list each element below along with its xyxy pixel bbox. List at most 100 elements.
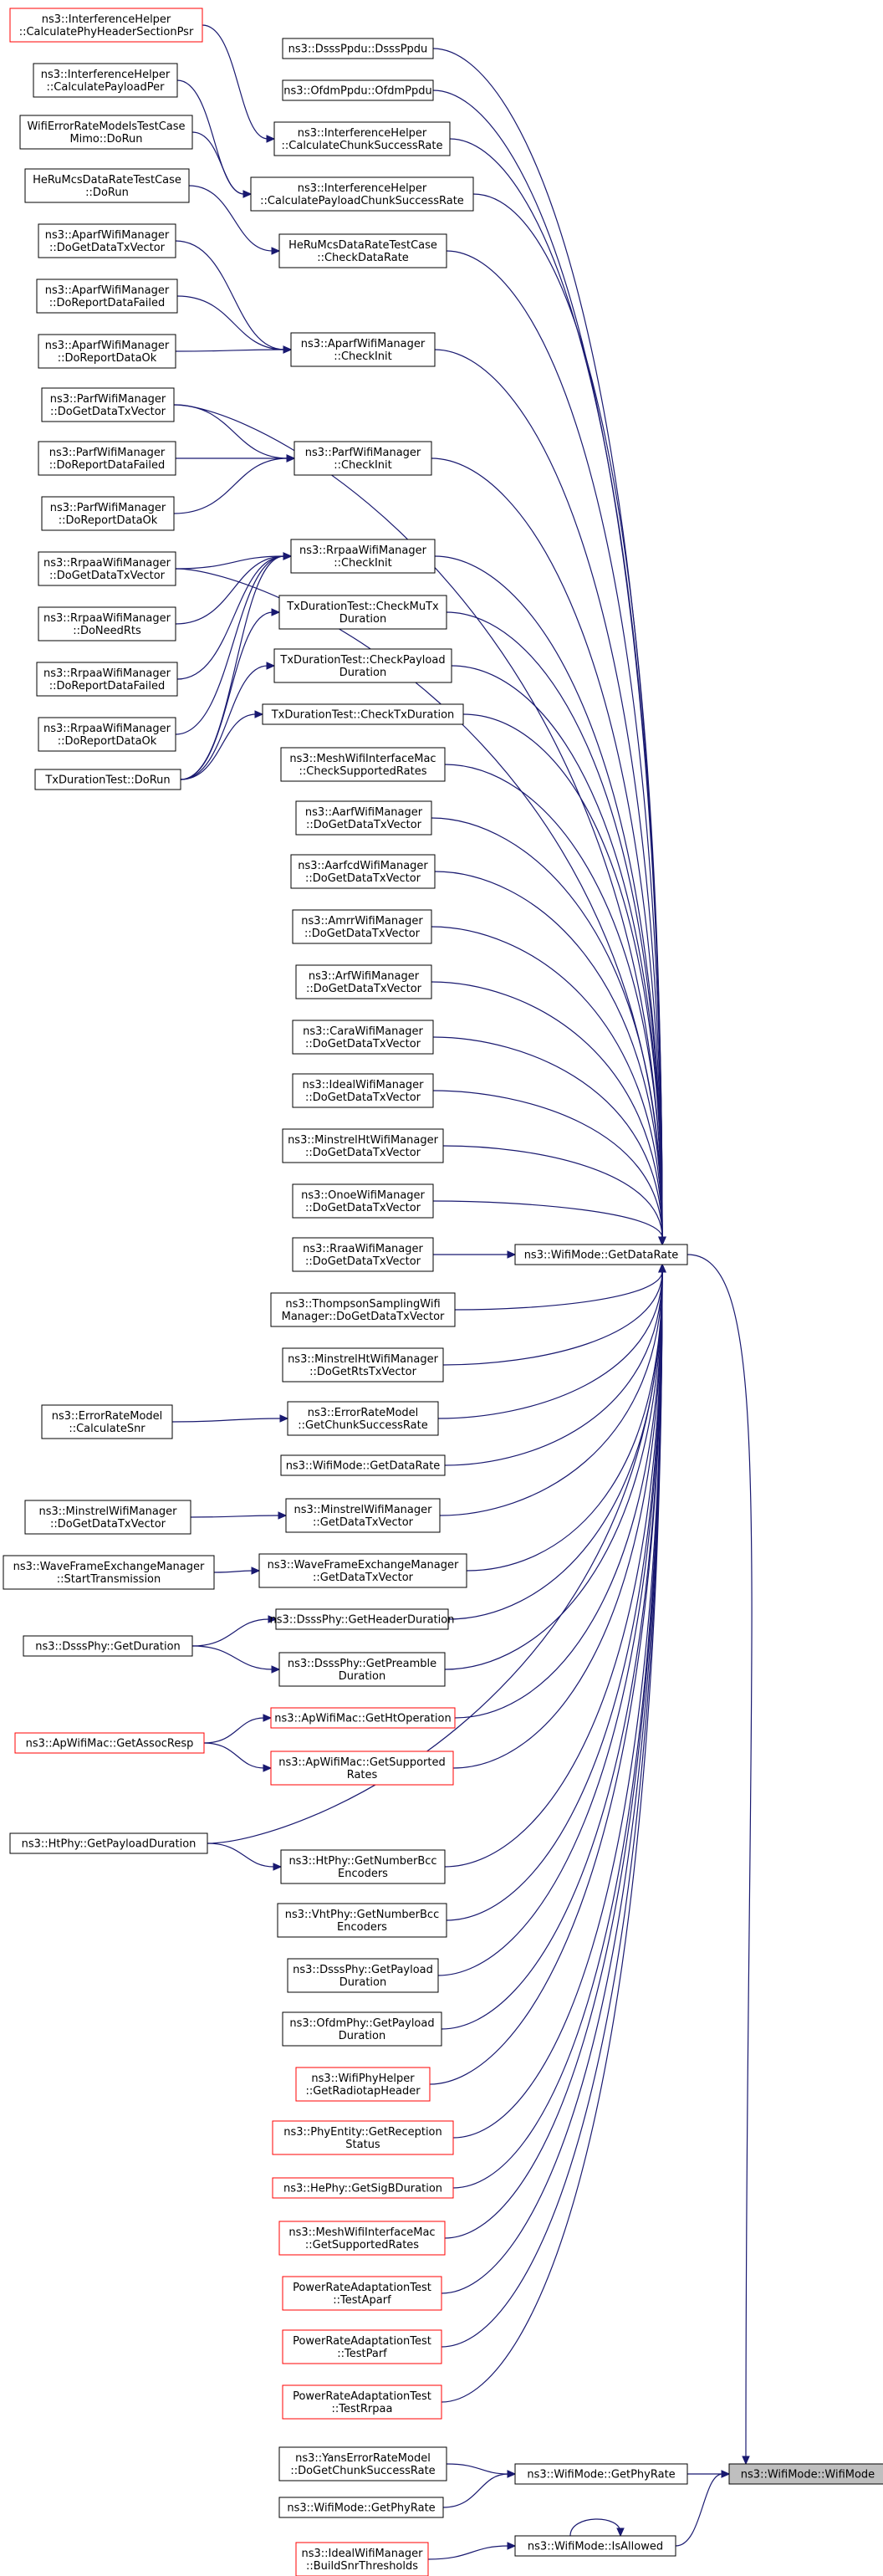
- node-box: [38, 551, 176, 586]
- node-ideal-build[interactable]: ns3::IdealWifiManager::BuildSnrThreshold…: [295, 2542, 429, 2576]
- node-htphy-payload[interactable]: ns3::HtPhy::GetPayloadDuration: [9, 1832, 208, 1854]
- node-hephy-sigb[interactable]: ns3::HePhy::GetSigBDuration: [272, 2177, 454, 2199]
- node-yans-chunk[interactable]: ns3::YansErrorRateModel::DoGetChunkSucce…: [278, 2446, 447, 2481]
- node-get-data-rate[interactable]: ns3::WifiMode::GetDataRate: [514, 1244, 688, 1265]
- node-minstrelht-rts[interactable]: ns3::MinstrelHtWifiManager::DoGetRtsTxVe…: [282, 1347, 444, 1383]
- edge-line: [444, 764, 663, 1239]
- node-aarfcd[interactable]: ns3::AarfcdWifiManager::DoGetDataTxVecto…: [290, 854, 436, 889]
- node-box: [34, 769, 181, 790]
- node-radiotap[interactable]: ns3::WifiPhyHelper::GetRadiotapHeader: [295, 2067, 431, 2102]
- node-box: [36, 662, 178, 697]
- node-aparf-drdo[interactable]: ns3::AparfWifiManager::DoReportDataOk: [38, 334, 176, 369]
- node-wifimode-wifimode[interactable]: ns3::WifiMode::WifiMode: [728, 2463, 883, 2485]
- node-he-check[interactable]: HeRuMcsDataRateTestCase::CheckDataRate: [278, 233, 447, 268]
- node-apmac-assoc[interactable]: ns3::ApWifiMac::GetAssocResp: [14, 1732, 205, 1754]
- node-box: [282, 2384, 442, 2420]
- node-apmac-ht[interactable]: ns3::ApWifiMac::GetHtOperation: [270, 1707, 456, 1729]
- node-rrpaa-dgdtv[interactable]: ns3::RrpaaWifiManager::DoGetDataTxVector: [38, 551, 176, 586]
- node-erm-chunk[interactable]: ns3::ErrorRateModel::GetChunkSuccessRate: [287, 1401, 439, 1436]
- node-erm-calcsnr[interactable]: ns3::ErrorRateModel::CalculateSnr: [41, 1404, 173, 1439]
- node-wm-getdatarate[interactable]: ns3::WifiMode::GetDataRate: [280, 1454, 446, 1476]
- node-dsss-header[interactable]: ns3::DsssPhy::GetHeaderDuration: [270, 1608, 455, 1630]
- node-label: ns3::AparfWifiManager: [45, 284, 170, 297]
- node-dsss-ppdu[interactable]: ns3::DsssPpdu::DsssPpdu: [282, 38, 434, 59]
- node-ofdm-ppdu[interactable]: ns3::OfdmPpdu::OfdmPpdu: [282, 79, 434, 101]
- node-wfem-start[interactable]: ns3::WaveFrameExchangeManager::StartTran…: [3, 1555, 215, 1590]
- node-box: [14, 1732, 205, 1754]
- node-dsss-payload[interactable]: ns3::DsssPhy::GetPayloadDuration: [287, 1958, 439, 1993]
- node-minstrel-dgdtv[interactable]: ns3::MinstrelWifiManager::DoGetDataTxVec…: [24, 1500, 191, 1535]
- node-apmac-rates[interactable]: ns3::ApWifiMac::GetSupportedRates: [270, 1751, 454, 1786]
- node-cara[interactable]: ns3::CaraWifiManager::DoGetDataTxVector: [292, 1020, 434, 1055]
- node-mesh-rates[interactable]: ns3::MeshWifiInterfaceMac::GetSupportedR…: [278, 2221, 446, 2256]
- node-box: [38, 441, 176, 476]
- node-parf-dgdtv[interactable]: ns3::ParfWifiManager::DoGetDataTxVector: [41, 387, 175, 422]
- node-ih-chunk[interactable]: ns3::InterferenceHelper::CalculateChunkS…: [273, 121, 451, 156]
- node-box: [23, 1635, 193, 1657]
- edge-line: [175, 349, 285, 352]
- node-parf-drdo[interactable]: ns3::ParfWifiManager::DoReportDataOk: [41, 496, 175, 531]
- node-parf-drdf[interactable]: ns3::ParfWifiManager::DoReportDataFailed: [38, 441, 176, 476]
- edge-line: [173, 457, 288, 514]
- node-label: ns3::WifiMode::IsAllowed: [528, 2541, 663, 2553]
- edge-line: [175, 240, 285, 350]
- node-test-rrpaa[interactable]: PowerRateAdaptationTest::TestRrpaa: [282, 2384, 442, 2420]
- node-onoe[interactable]: ns3::OnoeWifiManager::DoGetDataTxVector: [292, 1183, 434, 1219]
- edge-parf-drdf-to-parf-check: [175, 454, 296, 463]
- node-rraa[interactable]: ns3::RraaWifiManager::DoGetDataTxVector: [292, 1237, 434, 1272]
- node-rrpaa-check[interactable]: ns3::RrpaaWifiManager::CheckInit: [290, 539, 436, 574]
- node-dsss-dur[interactable]: ns3::DsssPhy::GetDuration: [23, 1635, 193, 1657]
- node-ih-payload-chunk[interactable]: ns3::InterferenceHelper::CalculatePayloa…: [250, 176, 474, 212]
- node-tx-check[interactable]: TxDurationTest::CheckTxDuration: [262, 703, 464, 725]
- edge-get-data-rate-to-wifimode-wifimode: [686, 1254, 753, 2466]
- node-label: ns3::ThompsonSamplingWifi: [285, 1298, 440, 1311]
- node-rrpaa-dnr[interactable]: ns3::RrpaaWifiManager::DoNeedRts: [38, 606, 176, 641]
- node-wm-getphyrate[interactable]: ns3::WifiMode::GetPhyRate: [278, 2497, 444, 2518]
- node-box: [38, 334, 176, 369]
- node-wfem-get[interactable]: ns3::WaveFrameExchangeManager::GetDataTx…: [258, 1553, 467, 1588]
- edge-test-aparf-to-get-data-rate: [441, 1263, 666, 2294]
- node-tx-dorun[interactable]: TxDurationTest::DoRun: [34, 769, 181, 790]
- node-aparf-dgdtv[interactable]: ns3::AparfWifiManager::DoGetDataTxVector: [38, 223, 176, 258]
- edge-line: [434, 871, 663, 1239]
- node-aparf-check[interactable]: ns3::AparfWifiManager::CheckInit: [290, 332, 436, 367]
- node-is-allowed[interactable]: ns3::WifiMode::IsAllowed: [514, 2535, 676, 2557]
- node-ofdm-payload[interactable]: ns3::OfdmPhy::GetPayloadDuration: [282, 2011, 442, 2047]
- edge-hephy-sigb-to-get-data-rate: [452, 1263, 666, 2189]
- node-minstrelht[interactable]: ns3::MinstrelHtWifiManager::DoGetDataTxV…: [282, 1128, 444, 1163]
- node-label: ns3::DsssPpdu::DsssPpdu: [288, 43, 428, 56]
- node-ideal[interactable]: ns3::IdealWifiManager::DoGetDataTxVector: [292, 1073, 434, 1108]
- node-aparf-drdf[interactable]: ns3::AparfWifiManager::DoReportDataFaile…: [36, 279, 178, 314]
- node-arf[interactable]: ns3::ArfWifiManager::DoGetDataTxVector: [295, 964, 432, 999]
- node-minstrel-get[interactable]: ns3::MinstrelWifiManager::GetDataTxVecto…: [285, 1498, 441, 1533]
- node-test-parf[interactable]: PowerRateAdaptationTest::TestParf: [282, 2329, 442, 2364]
- node-he-dorun[interactable]: HeRuMcsDataRateTestCase::DoRun: [24, 168, 190, 203]
- node-label: ::DoGetDataTxVector: [305, 1147, 421, 1159]
- node-amrr[interactable]: ns3::AmrrWifiManager::DoGetDataTxVector: [292, 909, 432, 944]
- node-ih-payload-per[interactable]: ns3::InterferenceHelper::CalculatePayloa…: [33, 63, 178, 98]
- node-thompson[interactable]: ns3::ThompsonSamplingWifiManager::DoGetD…: [270, 1292, 456, 1327]
- node-mesh-check[interactable]: ns3::MeshWifiInterfaceMac::CheckSupporte…: [280, 747, 446, 782]
- edge-apmac-assoc-to-apmac-ht: [203, 1714, 273, 1744]
- node-test-aparf[interactable]: PowerRateAdaptationTest::TestAparf: [282, 2276, 442, 2311]
- node-ih-phy-psr[interactable]: ns3::InterferenceHelper::CalculatePhyHea…: [9, 8, 203, 43]
- node-box: [282, 79, 434, 101]
- node-rrpaa-drdo[interactable]: ns3::RrpaaWifiManager::DoReportDataOk: [38, 717, 176, 752]
- node-label: Manager::DoGetDataTxVector: [282, 1311, 445, 1323]
- node-label: ::CalculateSnr: [69, 1423, 145, 1435]
- edge-line: [446, 250, 663, 1239]
- node-box: [9, 1832, 208, 1854]
- node-parf-check[interactable]: ns3::ParfWifiManager::CheckInit: [293, 441, 432, 476]
- node-label: ns3::DsssPhy::GetHeaderDuration: [270, 1614, 455, 1627]
- node-get-phy-rate[interactable]: ns3::WifiMode::GetPhyRate: [514, 2463, 688, 2485]
- node-rrpaa-drdf[interactable]: ns3::RrpaaWifiManager::DoReportDataFaile…: [36, 662, 178, 697]
- edge-line: [442, 1270, 663, 1366]
- node-aarf[interactable]: ns3::AarfWifiManager::DoGetDataTxVector: [295, 800, 432, 836]
